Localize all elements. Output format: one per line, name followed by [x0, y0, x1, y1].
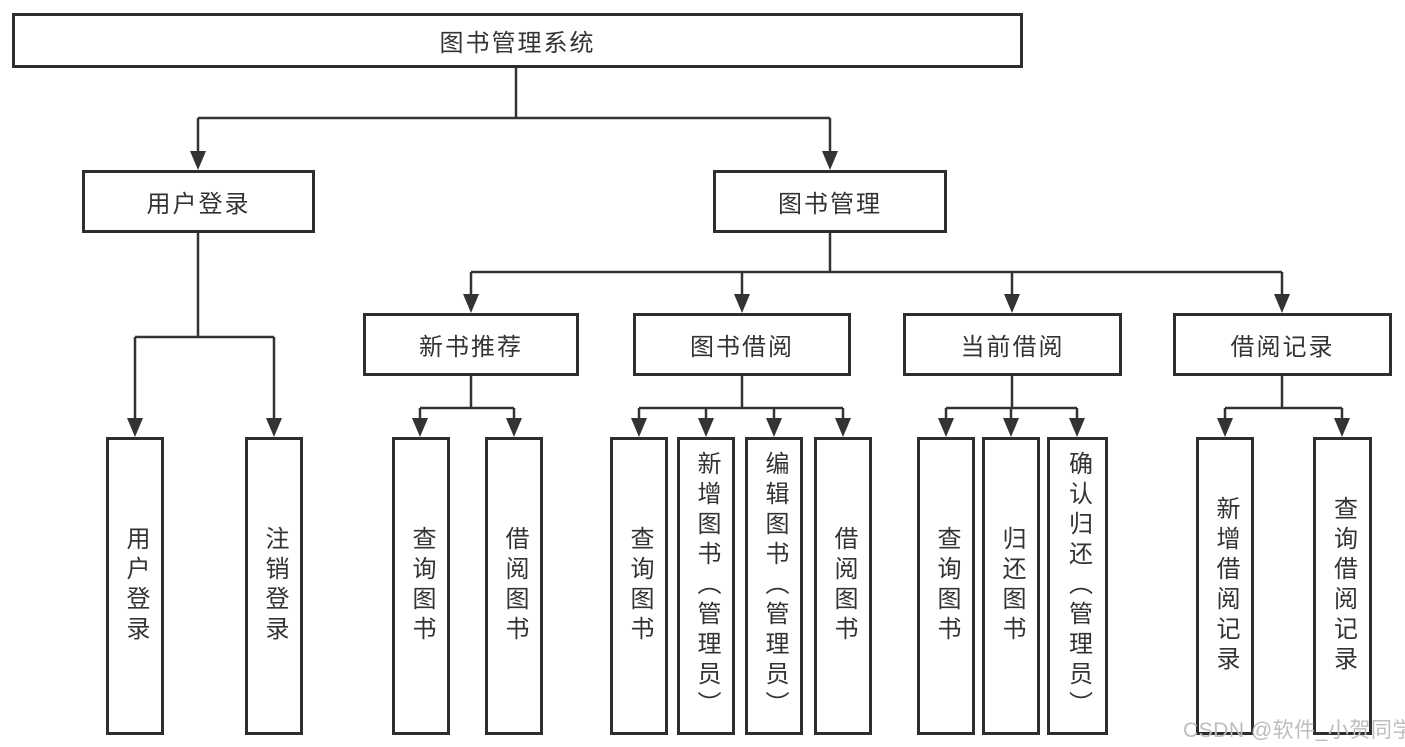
csdn-watermark: CSDN @软件_小贺同学 [1183, 719, 1405, 742]
leaf-add-borrow-record: 新增借阅记录 [1196, 437, 1254, 735]
node-label: 用户登录 [146, 191, 251, 218]
leaf-query-books-2: 查询图书 [610, 437, 668, 735]
node-current-borrowing: 当前借阅 [903, 313, 1122, 376]
node-label: 新书推荐 [419, 334, 523, 361]
leaf-return-books: 归还图书 [982, 437, 1040, 735]
leaf-logout: 注销登录 [245, 437, 303, 735]
leaf-add-book-admin: 新增图书（管理员） [677, 437, 735, 735]
leaf-borrow-books-2: 借阅图书 [814, 437, 872, 735]
node-label: 确认归还（管理员） [1064, 451, 1092, 721]
arrowheads [127, 151, 1350, 437]
leaf-user-login: 用户登录 [106, 437, 164, 735]
node-label: 编辑图书（管理员） [761, 451, 788, 721]
node-label: 当前借阅 [960, 334, 1065, 361]
node-label: 图书管理系统 [439, 30, 596, 57]
node-borrowing-records: 借阅记录 [1173, 313, 1392, 376]
leaf-edit-book-admin: 编辑图书（管理员） [745, 437, 803, 735]
node-label: 查询图书 [933, 526, 960, 646]
leaf-confirm-return-admin: 确认归还（管理员） [1047, 437, 1108, 735]
node-book-borrowing: 图书借阅 [633, 313, 851, 376]
leaf-query-borrow-record: 查询借阅记录 [1313, 437, 1372, 735]
leaf-query-books-3: 查询图书 [917, 437, 975, 735]
node-label: 图书管理 [778, 191, 882, 218]
node-label: 图书借阅 [690, 334, 794, 361]
node-label: 查询图书 [408, 526, 435, 646]
node-label: 查询借阅记录 [1329, 496, 1357, 676]
node-label: 借阅图书 [501, 526, 528, 646]
node-new-book-recommend: 新书推荐 [363, 313, 579, 376]
tree-edges [133, 67, 1344, 421]
node-user-login: 用户登录 [82, 170, 315, 233]
leaf-query-books-1: 查询图书 [392, 437, 450, 735]
node-label: 查询图书 [626, 526, 653, 646]
node-label: 借阅记录 [1230, 334, 1335, 361]
node-label: 注销登录 [261, 526, 288, 646]
node-root: 图书管理系统 [12, 13, 1023, 68]
node-label: 归还图书 [998, 526, 1025, 646]
leaf-borrow-books-1: 借阅图书 [485, 437, 543, 735]
node-book-management: 图书管理 [713, 170, 947, 233]
node-label: 新增借阅记录 [1212, 496, 1239, 676]
node-label: 借阅图书 [830, 526, 857, 646]
node-label: 新增图书（管理员） [693, 451, 720, 721]
node-label: 用户登录 [122, 526, 149, 646]
